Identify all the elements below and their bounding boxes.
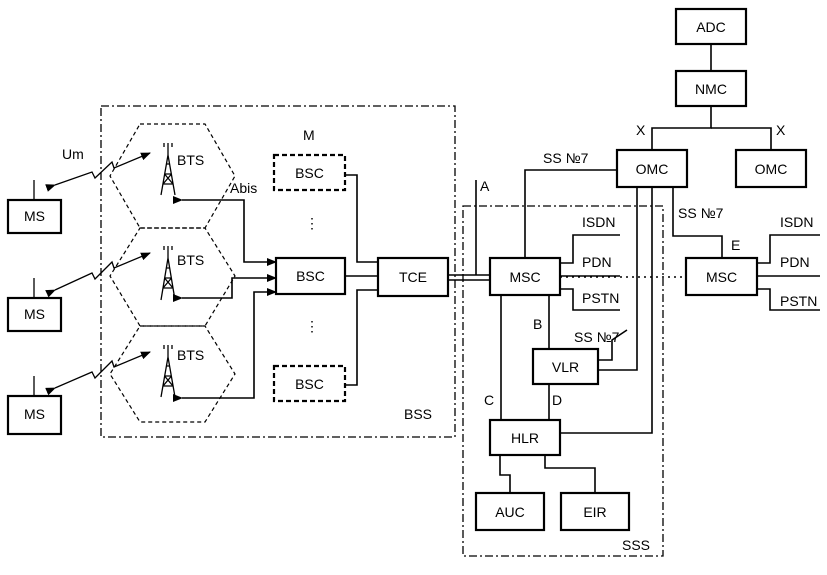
- adc-box: [674, 7, 748, 46]
- msc-label-main: MSC: [509, 269, 540, 285]
- ss7-label-right: SS №7: [678, 205, 724, 221]
- bss-label: BSS: [404, 406, 432, 422]
- ms-label-2: MS: [24, 306, 45, 322]
- bts-tower-icon-2: [160, 246, 176, 301]
- ellipsis-bottom: ⋮: [305, 318, 319, 334]
- e-interface-label: E: [731, 237, 740, 253]
- sss-boundary: [462, 205, 664, 557]
- bsc-box-bottom: [272, 364, 347, 403]
- auc-label: AUC: [495, 504, 525, 520]
- bsc-label-top: BSC: [295, 165, 324, 181]
- omc-label-main: OMC: [636, 161, 669, 177]
- radio-link-2: [45, 252, 151, 298]
- abis-link-1: [173, 196, 277, 266]
- ms-label-1: MS: [24, 208, 45, 224]
- bsc-label-bottom: BSC: [295, 376, 324, 392]
- sss-label: SSS: [622, 537, 650, 553]
- bsc-box-main: [274, 256, 347, 296]
- c-interface-label: C: [484, 392, 494, 408]
- omc-box-right: [734, 148, 808, 189]
- bsc-box-top: [272, 153, 347, 192]
- msc-box-right: [684, 256, 759, 297]
- pdn-label-2: PDN: [780, 254, 810, 270]
- bts-label-1: BTS: [177, 152, 204, 168]
- ss7-label-top: SS №7: [543, 150, 589, 166]
- eir-box: [559, 491, 631, 532]
- bsc-label-main: BSC: [296, 268, 325, 284]
- adc-label: ADC: [696, 19, 726, 35]
- auc-box: [474, 491, 546, 532]
- bts-tower-icon-3: [160, 345, 176, 398]
- ss7-label-vlr: SS №7: [574, 329, 620, 345]
- d-interface-label: D: [552, 392, 562, 408]
- ms-box-2: [6, 296, 63, 333]
- nmc-label: NMC: [695, 81, 727, 97]
- bts-label-3: BTS: [177, 347, 204, 363]
- pstn-label-1: PSTN: [582, 290, 619, 306]
- tce-label: TCE: [399, 269, 427, 285]
- x-interface-label-left: X: [636, 122, 646, 138]
- abis-link-2: [173, 274, 277, 302]
- x-interface-label-right: X: [776, 122, 786, 138]
- cell-hexagon-1: [109, 123, 236, 229]
- cell-hexagon-3: [109, 325, 236, 423]
- b-interface-label: B: [533, 316, 542, 332]
- ms-label-3: MS: [24, 406, 45, 422]
- nmc-box: [674, 69, 748, 108]
- hlr-label: HLR: [511, 430, 539, 446]
- m-label: M: [303, 127, 315, 143]
- bts-tower-icon-1: [160, 143, 176, 196]
- hlr-box: [488, 418, 562, 457]
- abis-interface-label: Abis: [230, 180, 257, 196]
- isdn-label-1: ISDN: [582, 214, 615, 230]
- cell-hexagon-2: [109, 227, 236, 327]
- abis-link-3: [173, 288, 277, 402]
- isdn-label-2: ISDN: [780, 214, 813, 230]
- pdn-label-1: PDN: [582, 254, 612, 270]
- omc-label-right: OMC: [755, 161, 788, 177]
- radio-link-1: [45, 152, 151, 192]
- ellipsis-top: ⋮: [305, 215, 319, 231]
- ms-box-3: [6, 394, 63, 436]
- a-interface-label: A: [480, 178, 490, 194]
- tce-box: [376, 256, 450, 298]
- um-interface-label: Um: [62, 146, 84, 162]
- eir-label: EIR: [583, 504, 606, 520]
- ms-box-1: [6, 198, 63, 235]
- vlr-box: [531, 347, 600, 386]
- vlr-label: VLR: [552, 359, 579, 375]
- msc-label-right: MSC: [706, 269, 737, 285]
- bts-label-2: BTS: [177, 252, 204, 268]
- pstn-label-2: PSTN: [780, 293, 817, 309]
- radio-link-3: [45, 351, 151, 396]
